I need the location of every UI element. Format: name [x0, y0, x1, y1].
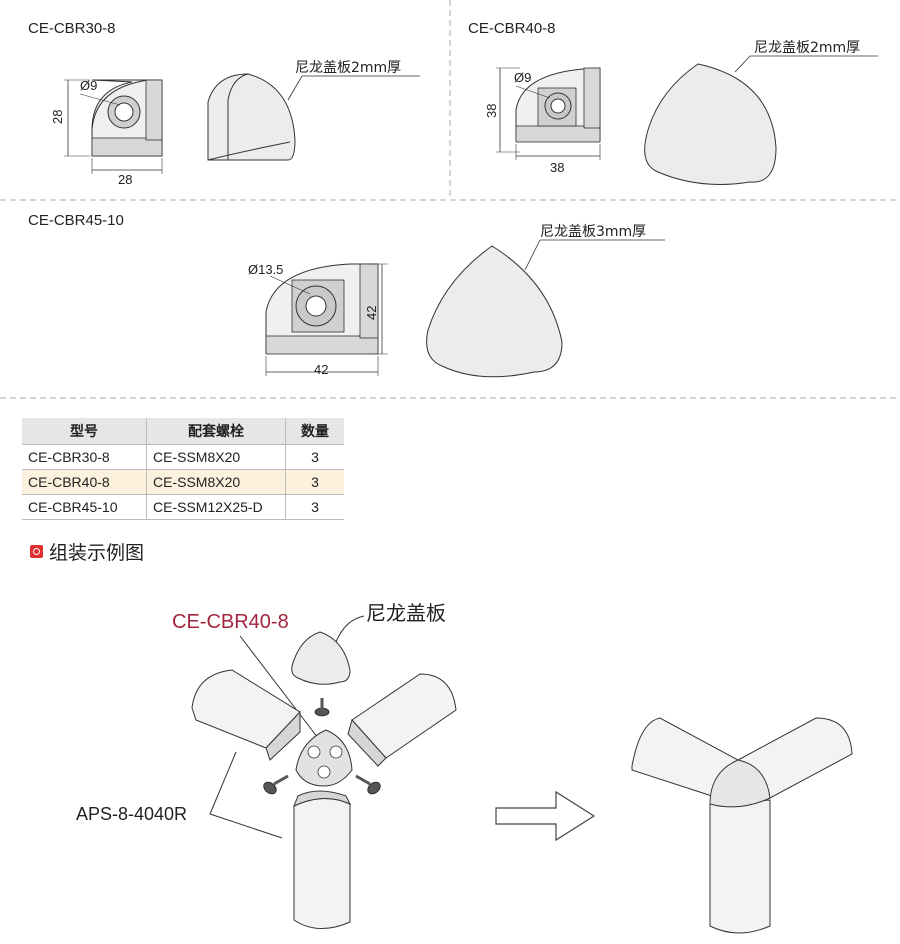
drawing-cbr45: Ø13.5 42 42 尼龙盖板3mm厚 — [248, 224, 665, 378]
leader-line — [209, 813, 283, 839]
cover-plate — [291, 631, 351, 685]
dimension-lines: Ø9 38 38 — [484, 67, 601, 175]
leader-line — [209, 751, 237, 815]
table-cell-bolt: CE-SSM12X25-D — [146, 494, 286, 520]
table-header-qty: 数量 — [285, 418, 344, 445]
bracket-front-view — [265, 263, 379, 355]
left-profile — [191, 669, 301, 761]
spec-table: 型号 配套螺栓 数量 CE-CBR30-8 CE-SSM8X20 3 CE-CB… — [22, 418, 344, 520]
corner-bracket — [295, 729, 353, 787]
table-header-bolt: 配套螺栓 — [146, 418, 286, 445]
model-label-cbr30: CE-CBR30-8 — [28, 20, 116, 37]
table-cell-model: CE-CBR45-10 — [22, 494, 147, 520]
table-cell-bolt: CE-SSM8X20 — [146, 469, 286, 495]
assembly-section-title: 组装示例图 — [30, 538, 144, 565]
width-dimension: 42 — [314, 362, 328, 377]
table-cell-qty: 3 — [285, 469, 344, 495]
bottom-profile — [293, 790, 352, 929]
right-profile — [347, 673, 457, 767]
table-row: CE-CBR40-8 CE-SSM8X20 3 — [22, 469, 344, 495]
cover-label: 尼龙盖板 — [366, 601, 446, 625]
table-cell-model: CE-CBR30-8 — [22, 444, 147, 470]
height-dimension: 42 — [364, 306, 379, 320]
part-label: CE-CBR40-8 — [172, 611, 289, 633]
cover-plate: 尼龙盖板2mm厚 — [207, 60, 420, 161]
height-dimension: 28 — [50, 110, 65, 124]
hole-dimension: Ø9 — [514, 70, 531, 85]
dimension-lines: Ø9 28 28 — [50, 78, 163, 187]
table-header-row: 型号 配套螺栓 数量 — [22, 418, 344, 445]
cover-plate: 尼龙盖板3mm厚 — [426, 224, 665, 378]
cover-note: 尼龙盖板3mm厚 — [540, 224, 646, 240]
screw-icon — [355, 774, 381, 795]
dimension-lines: Ø13.5 42 42 — [248, 262, 388, 377]
table-header-model: 型号 — [22, 418, 147, 445]
model-label-cbr40: CE-CBR40-8 — [468, 20, 556, 37]
drawing-cbr40: Ø9 38 38 尼龙盖板2mm厚 — [484, 40, 878, 185]
table-cell-bolt: CE-SSM8X20 — [146, 444, 286, 470]
width-dimension: 38 — [550, 160, 564, 175]
assembled-result — [631, 717, 853, 934]
cover-plate: 尼龙盖板2mm厚 — [644, 40, 878, 185]
table-row: CE-CBR30-8 CE-SSM8X20 3 — [22, 444, 344, 470]
arrow-right-icon — [495, 790, 596, 842]
screw-icon — [263, 774, 289, 795]
cover-note: 尼龙盖板2mm厚 — [295, 60, 401, 76]
bracket-front-view — [515, 67, 601, 143]
table-row: CE-CBR45-10 CE-SSM12X25-D 3 — [22, 494, 344, 520]
profile-label: APS-8-4040R — [76, 804, 187, 824]
width-dimension: 28 — [118, 172, 132, 187]
leader-line — [335, 615, 365, 643]
assembly-title-text: 组装示例图 — [49, 542, 145, 564]
table-cell-model: CE-CBR40-8 — [22, 469, 147, 495]
bracket-front-view — [91, 79, 163, 157]
table-cell-qty: 3 — [285, 444, 344, 470]
bullet-icon — [30, 545, 43, 558]
spec-table-wrapper: 型号 配套螺栓 数量 CE-CBR30-8 CE-SSM8X20 3 CE-CB… — [22, 418, 344, 520]
leader-line — [239, 635, 319, 739]
drawing-cbr30: Ø9 28 28 尼龙盖板2mm厚 — [50, 60, 420, 187]
cover-note: 尼龙盖板2mm厚 — [754, 40, 860, 56]
assembly-diagram: CE-CBR40-8 尼龙盖板 APS-8-4040R — [76, 601, 853, 934]
height-dimension: 38 — [484, 104, 499, 118]
table-cell-qty: 3 — [285, 494, 344, 520]
model-label-cbr45: CE-CBR45-10 — [28, 212, 124, 229]
screw-icon — [314, 698, 330, 717]
hole-dimension: Ø13.5 — [248, 262, 283, 277]
hole-dimension: Ø9 — [80, 78, 97, 93]
